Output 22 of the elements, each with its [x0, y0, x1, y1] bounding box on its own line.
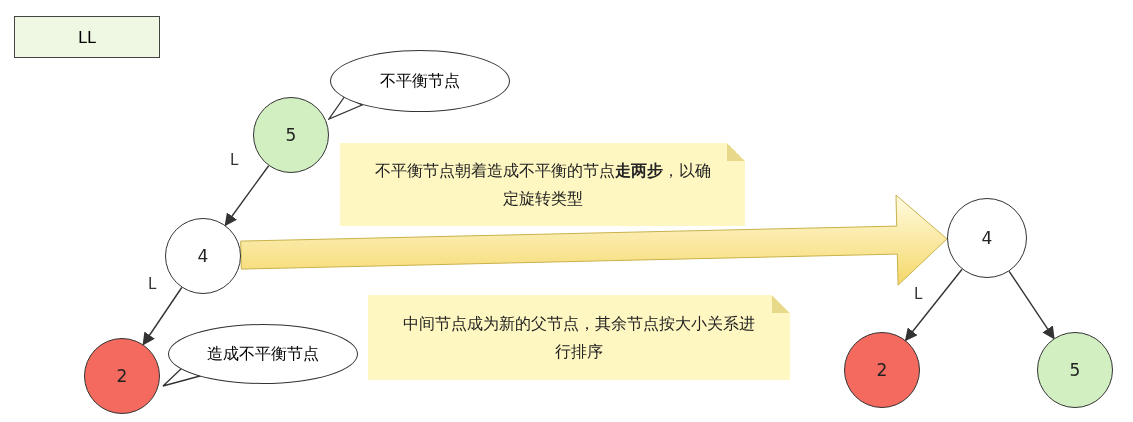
case-label: LL	[78, 27, 96, 47]
edge-label: L	[146, 276, 159, 292]
arrow	[904, 268, 963, 342]
sticky-note	[368, 295, 790, 380]
edge-label: L	[228, 152, 241, 168]
node-value: 4	[981, 228, 993, 248]
node-value: 2	[116, 366, 128, 386]
node-value: 4	[197, 246, 209, 266]
sticky-note	[340, 143, 745, 226]
node-value: 2	[876, 360, 888, 380]
node-value: 5	[1069, 360, 1081, 380]
arrow	[224, 165, 270, 227]
arrow	[1008, 270, 1055, 340]
block-arrow	[240, 194, 948, 286]
note-text: 不平衡节点朝着造成不平衡的节点走两步，以确定旋转类型	[373, 159, 712, 210]
note-text: 中间节点成为新的父节点，其余节点按大小关系进行排序	[402, 312, 756, 363]
node-value: 5	[285, 125, 297, 145]
arrow	[142, 286, 183, 346]
bubble-text: 造成不平衡节点	[207, 343, 319, 365]
case-label-box	[14, 16, 160, 58]
edge-label: L	[912, 286, 925, 302]
bubble-text: 不平衡节点	[380, 70, 460, 92]
